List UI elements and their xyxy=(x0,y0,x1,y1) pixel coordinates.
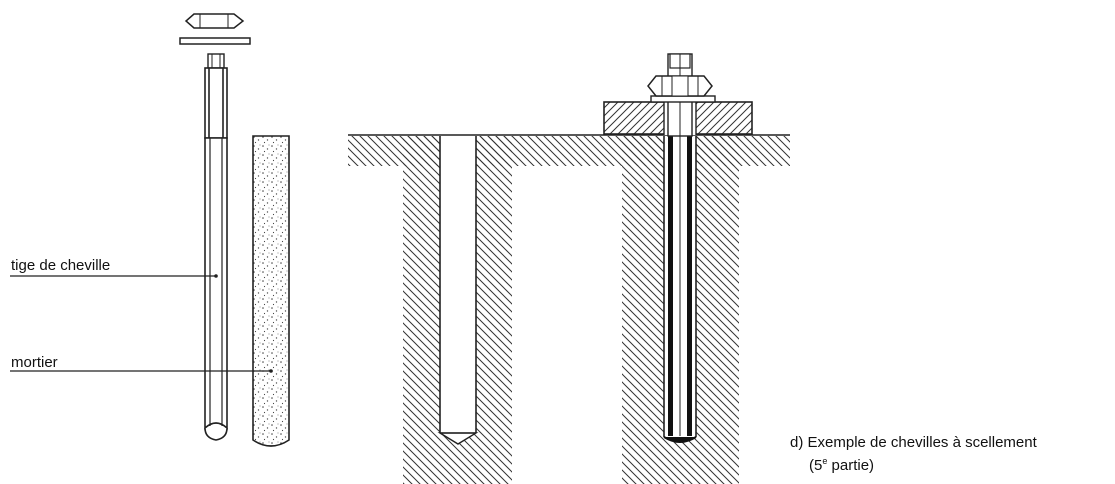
washer xyxy=(179,37,251,45)
anchor-rod xyxy=(204,53,228,441)
caption-line-1: d) Exemple de chevilles à scellement xyxy=(790,434,1037,451)
installed-washer xyxy=(650,95,716,103)
figure-caption: d) Exemple de chevilles à scellement (5e… xyxy=(790,434,1037,475)
caption-line-2: (5e partie) xyxy=(790,452,1037,475)
mortar-cartridge xyxy=(252,135,290,447)
empty-drill-hole xyxy=(437,136,479,445)
installed-anchor xyxy=(663,136,697,443)
ground-section xyxy=(348,134,790,484)
hex-nut xyxy=(184,13,245,29)
mortar-label: mortier xyxy=(11,354,58,371)
installed-nut xyxy=(647,75,713,97)
anchor-rod-label: tige de cheville xyxy=(11,257,111,274)
caption-line-2-suffix: partie) xyxy=(827,457,875,474)
caption-line-2-prefix: (5 xyxy=(809,457,823,474)
caption-line-2-sup: e xyxy=(822,456,828,466)
